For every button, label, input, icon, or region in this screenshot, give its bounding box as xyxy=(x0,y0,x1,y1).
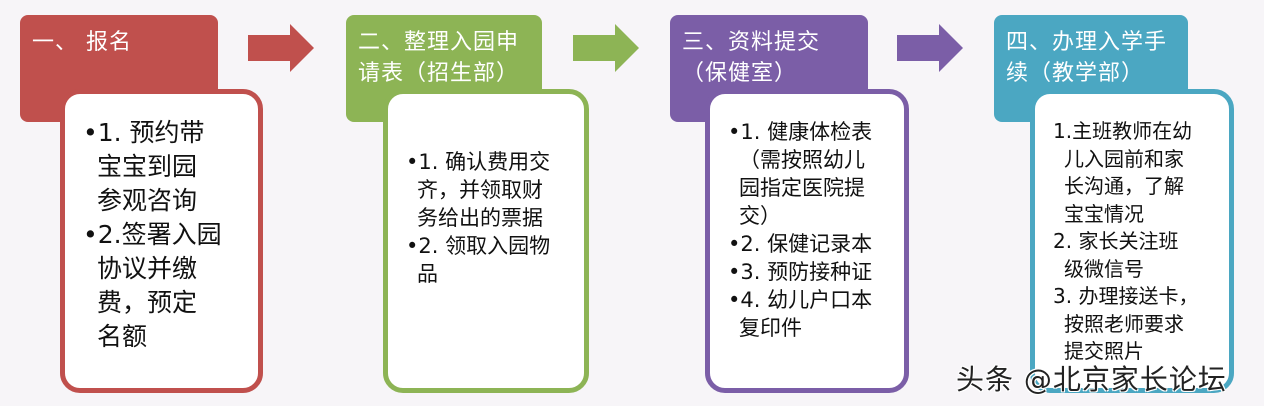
item-line: •2. 保健记录本 xyxy=(728,232,873,256)
item-line: 园指定医院提 xyxy=(739,176,865,200)
step-1-item-2: •2.签署入园 协议并缴 费，预定 名额 xyxy=(83,218,248,354)
arrow-right-icon xyxy=(897,24,963,72)
step-3-item-4: •4. 幼儿户口本 复印件 xyxy=(728,286,894,342)
item-line: 复印件 xyxy=(739,316,802,340)
item-line: 2. 家长关注班 xyxy=(1053,229,1179,253)
item-line: 务给出的票据 xyxy=(417,206,543,230)
step-2-item-1: •1. 确认费用交 齐，并领取财 务给出的票据 xyxy=(406,148,574,232)
item-line: 费，预定 xyxy=(97,288,198,317)
item-line: 宝宝情况 xyxy=(1064,201,1144,226)
item-line: 提交照片 xyxy=(1064,339,1144,363)
step-3-item-3: •3. 预防接种证 xyxy=(728,258,894,286)
step-2-title-line-2: 请表（招生部） xyxy=(358,61,520,86)
item-line: •1. 健康体检表 xyxy=(728,120,873,144)
item-line: 协议并缴 xyxy=(97,254,198,283)
step-3-card: •1. 健康体检表 （需按照幼儿 园指定医院提 交） •2. 保健记录本 •3.… xyxy=(705,89,909,393)
item-line: 长沟通，了解 xyxy=(1064,174,1184,198)
step-4-card: 1.主班教师在幼 儿入园前和家 长沟通，了解 宝宝情况 2. 家长关注班 级微信… xyxy=(1030,89,1234,393)
item-line: （需按照幼儿 xyxy=(739,148,865,172)
item-line: •3. 预防接种证 xyxy=(728,260,873,284)
watermark: 头条 @北京家长论坛 xyxy=(956,363,1227,396)
item-line: 名额 xyxy=(97,322,148,351)
item-line: 级微信号 xyxy=(1064,256,1144,281)
item-line: 参观咨询 xyxy=(97,186,198,215)
step-3-item-2: •2. 保健记录本 xyxy=(728,230,894,258)
step-4-item-1: 1.主班教师在幼 儿入园前和家 长沟通，了解 宝宝情况 xyxy=(1053,118,1219,228)
step-4-title-line-2: 续（教学部） xyxy=(1006,61,1145,86)
arrow-right-icon xyxy=(248,24,314,72)
arrow-right-icon xyxy=(573,24,639,72)
item-line: 1.主班教师在幼 xyxy=(1053,119,1193,143)
item-line: 品 xyxy=(417,262,438,286)
step-1-card: •1. 预约带 宝宝到园 参观咨询 •2.签署入园 协议并缴 费，预定 名额 xyxy=(60,89,263,393)
item-line: 3. 办理接送卡， xyxy=(1053,284,1199,308)
step-4-title-line-1: 四、办理入学手 xyxy=(1006,30,1168,55)
step-4-item-3: 3. 办理接送卡， 按照老师要求 提交照片 xyxy=(1053,283,1219,366)
step-3-title-line-1: 三、资料提交 xyxy=(682,30,821,55)
step-2-title-line-1: 二、整理入园申 xyxy=(358,30,520,55)
step-1-title: 一、 报名 xyxy=(32,30,132,55)
step-4-item-2: 2. 家长关注班 级微信号 xyxy=(1053,228,1219,283)
step-2-card: •1. 确认费用交 齐，并领取财 务给出的票据 •2. 领取入园物 品 xyxy=(383,89,589,393)
item-line: 儿入园前和家 xyxy=(1064,146,1184,171)
item-line: 交） xyxy=(739,204,781,228)
step-3-item-1: •1. 健康体检表 （需按照幼儿 园指定医院提 交） xyxy=(728,118,894,230)
step-3-title-line-2: （保健室） xyxy=(682,61,798,86)
item-line: •1. 预约带 xyxy=(83,118,205,147)
item-line: 齐，并领取财 xyxy=(417,178,543,202)
step-1-item-1: •1. 预约带 宝宝到园 参观咨询 xyxy=(83,116,248,218)
item-line: 按照老师要求 xyxy=(1064,311,1184,336)
item-line: •1. 确认费用交 xyxy=(406,150,551,174)
item-line: 宝宝到园 xyxy=(97,152,198,181)
item-line: •2. 领取入园物 xyxy=(406,234,551,258)
step-2-item-2: •2. 领取入园物 品 xyxy=(406,232,574,288)
item-line: •2.签署入园 xyxy=(83,220,222,249)
item-line: •4. 幼儿户口本 xyxy=(728,288,873,312)
